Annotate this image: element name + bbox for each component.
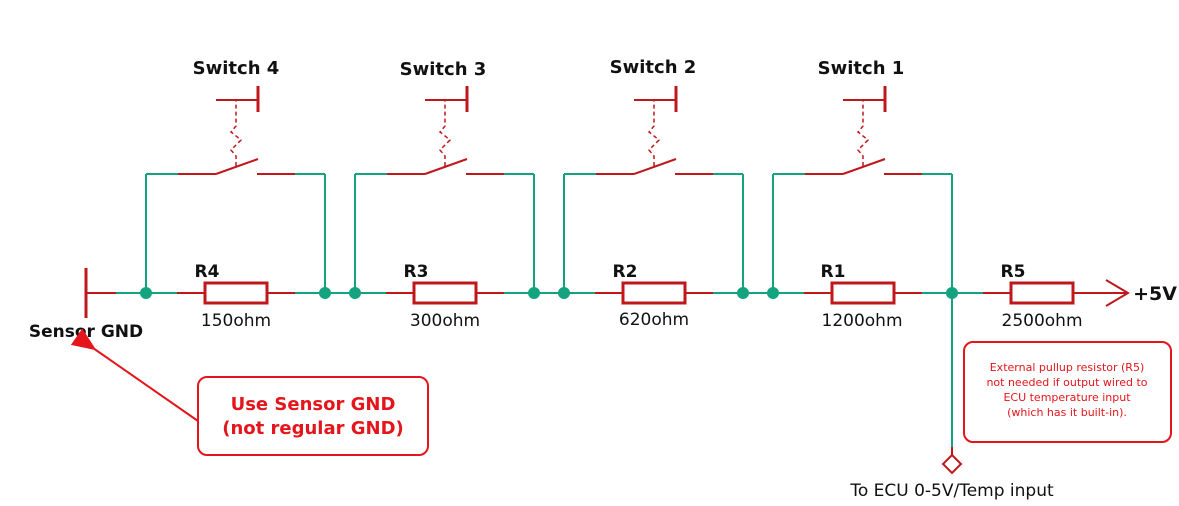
gnd-callout-box [197, 376, 429, 456]
r5-note-line4: (which has it built-in). [1007, 406, 1127, 419]
junction-dot [528, 287, 540, 299]
switch-actuator [229, 100, 243, 166]
resistor-body [203, 281, 269, 305]
switch-lever [633, 158, 677, 175]
resistor-body [621, 281, 687, 305]
resistor-body [830, 281, 896, 305]
switch-actuator [438, 100, 452, 166]
r5-value: 2500ohm [1002, 311, 1083, 331]
r4-name: R4 [195, 262, 220, 282]
r5-name: R5 [1001, 262, 1026, 282]
switch-lever [215, 158, 259, 175]
r5-note-box [963, 341, 1172, 443]
r5-note-line1: External pullup resistor (R5) [990, 361, 1145, 374]
r3-name: R3 [404, 262, 429, 282]
gnd-callout-line1: Use Sensor GND [231, 394, 396, 415]
r4-value: 150ohm [201, 311, 271, 331]
gnd-callout-arrow [70, 328, 199, 422]
sensor-gnd-label: Sensor GND [29, 322, 143, 342]
junction-dot [558, 287, 570, 299]
supply-label: +5V [1133, 283, 1177, 305]
output-port [941, 453, 963, 475]
switch-4-label: Switch 4 [193, 58, 280, 79]
switch-1-label: Switch 1 [818, 58, 905, 79]
switch-2-label: Switch 2 [610, 57, 697, 78]
junction-dot [319, 287, 331, 299]
junction-dot [767, 287, 779, 299]
junction-dot [737, 287, 749, 299]
r5-note-line3: ECU temperature input [1003, 391, 1131, 404]
junction-dot [349, 287, 361, 299]
switch-lever [424, 158, 468, 175]
junction-dot [946, 287, 958, 299]
r1-name: R1 [821, 262, 846, 282]
r3-value: 300ohm [410, 311, 480, 331]
switch-actuator [856, 100, 870, 166]
r2-value: 620ohm [619, 310, 689, 330]
resistor-body [412, 281, 478, 305]
junction-dot [140, 287, 152, 299]
supply-arrow [1105, 279, 1130, 307]
gnd-callout-line2: (not regular GND) [222, 418, 404, 439]
switch-lever [842, 158, 886, 175]
switch-actuator [647, 100, 661, 166]
resistor-body [1009, 281, 1075, 305]
r5-note-line2: not needed if output wired to [986, 376, 1147, 389]
output-label: To ECU 0-5V/Temp input [849, 481, 1054, 501]
r2-name: R2 [613, 262, 638, 282]
circuit-elements [84, 86, 1130, 475]
switch-3-label: Switch 3 [400, 59, 487, 80]
r1-value: 1200ohm [822, 311, 903, 331]
